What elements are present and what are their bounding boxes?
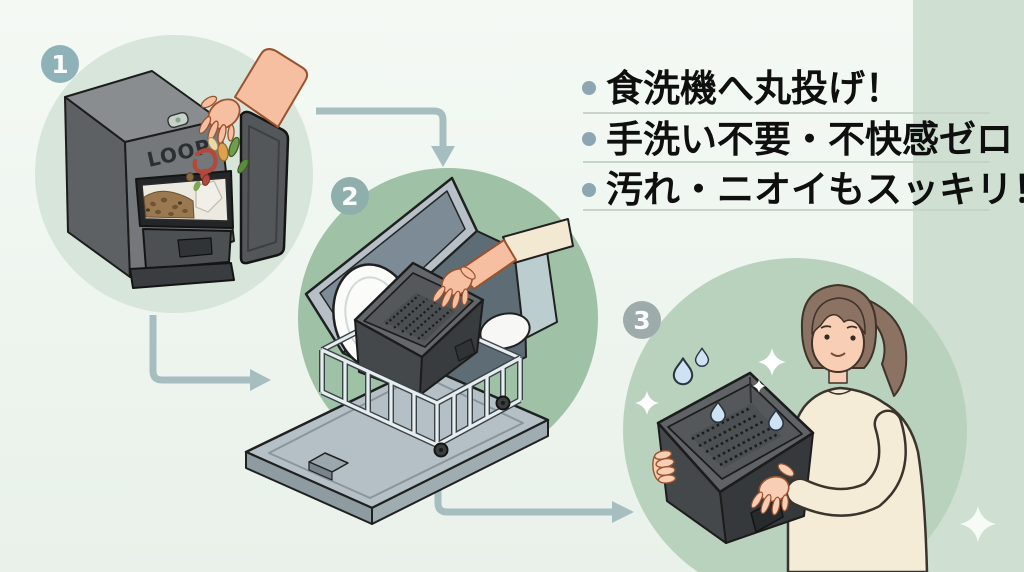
falling-scrap xyxy=(185,172,195,182)
fingers xyxy=(432,266,476,310)
mouth xyxy=(830,352,846,357)
benefit-line-1: 食洗機へ丸投げ！ xyxy=(606,67,902,110)
processor-open-drawer xyxy=(129,168,235,289)
step3-badge: 3 xyxy=(623,301,661,339)
ponytail xyxy=(867,299,908,397)
bowl xyxy=(479,312,531,350)
benefit-line-3: 汚れ・ニオイもスッキリ！ xyxy=(606,168,1024,211)
step1-number: 1 xyxy=(51,50,68,79)
arrow-step1-to-step2-top xyxy=(316,107,455,167)
bangs xyxy=(811,297,866,335)
fingers xyxy=(750,463,795,516)
step3-woman-clean-basket xyxy=(635,284,929,572)
processor-open-door xyxy=(239,110,290,265)
rack-wheels xyxy=(433,395,511,458)
step1-badge: 1 xyxy=(41,45,79,83)
food-waste-texture xyxy=(146,197,188,216)
right-arm-holding-basket xyxy=(750,409,907,517)
benefits-list: 食洗機へ丸投げ！ 手洗い不要・不快感ゼロ 汚れ・ニオイもスッキリ！ xyxy=(582,67,1024,211)
step3-number: 3 xyxy=(633,306,650,335)
fingers xyxy=(198,95,235,144)
eye xyxy=(824,334,830,340)
bullet-dot-icon xyxy=(582,183,596,197)
hand-dropping-scraps xyxy=(192,48,309,192)
vegetable-scraps xyxy=(192,136,249,192)
paper-scrap xyxy=(195,180,223,213)
step2-number: 2 xyxy=(341,182,358,211)
step2-dishwasher xyxy=(244,176,574,525)
eyebrow xyxy=(820,325,832,329)
eyebrow xyxy=(846,325,858,329)
step1-food-waste-processor: LOOP xyxy=(64,48,309,289)
power-light-icon xyxy=(167,111,189,129)
arrow-step2-to-step3 xyxy=(434,483,634,523)
collar xyxy=(826,389,852,395)
eye xyxy=(850,335,856,341)
benefit-line-2: 手洗い不要・不快感ゼロ xyxy=(606,118,1013,161)
left-hand-gripping-basket xyxy=(652,450,677,484)
hand-placing-basket xyxy=(432,218,574,310)
step2-badge: 2 xyxy=(331,177,369,215)
inner-corner xyxy=(749,376,752,404)
bullet-dot-icon xyxy=(582,132,596,146)
bullet-dot-icon xyxy=(582,81,596,95)
arrow-step1-to-step2-bottom xyxy=(149,315,271,391)
